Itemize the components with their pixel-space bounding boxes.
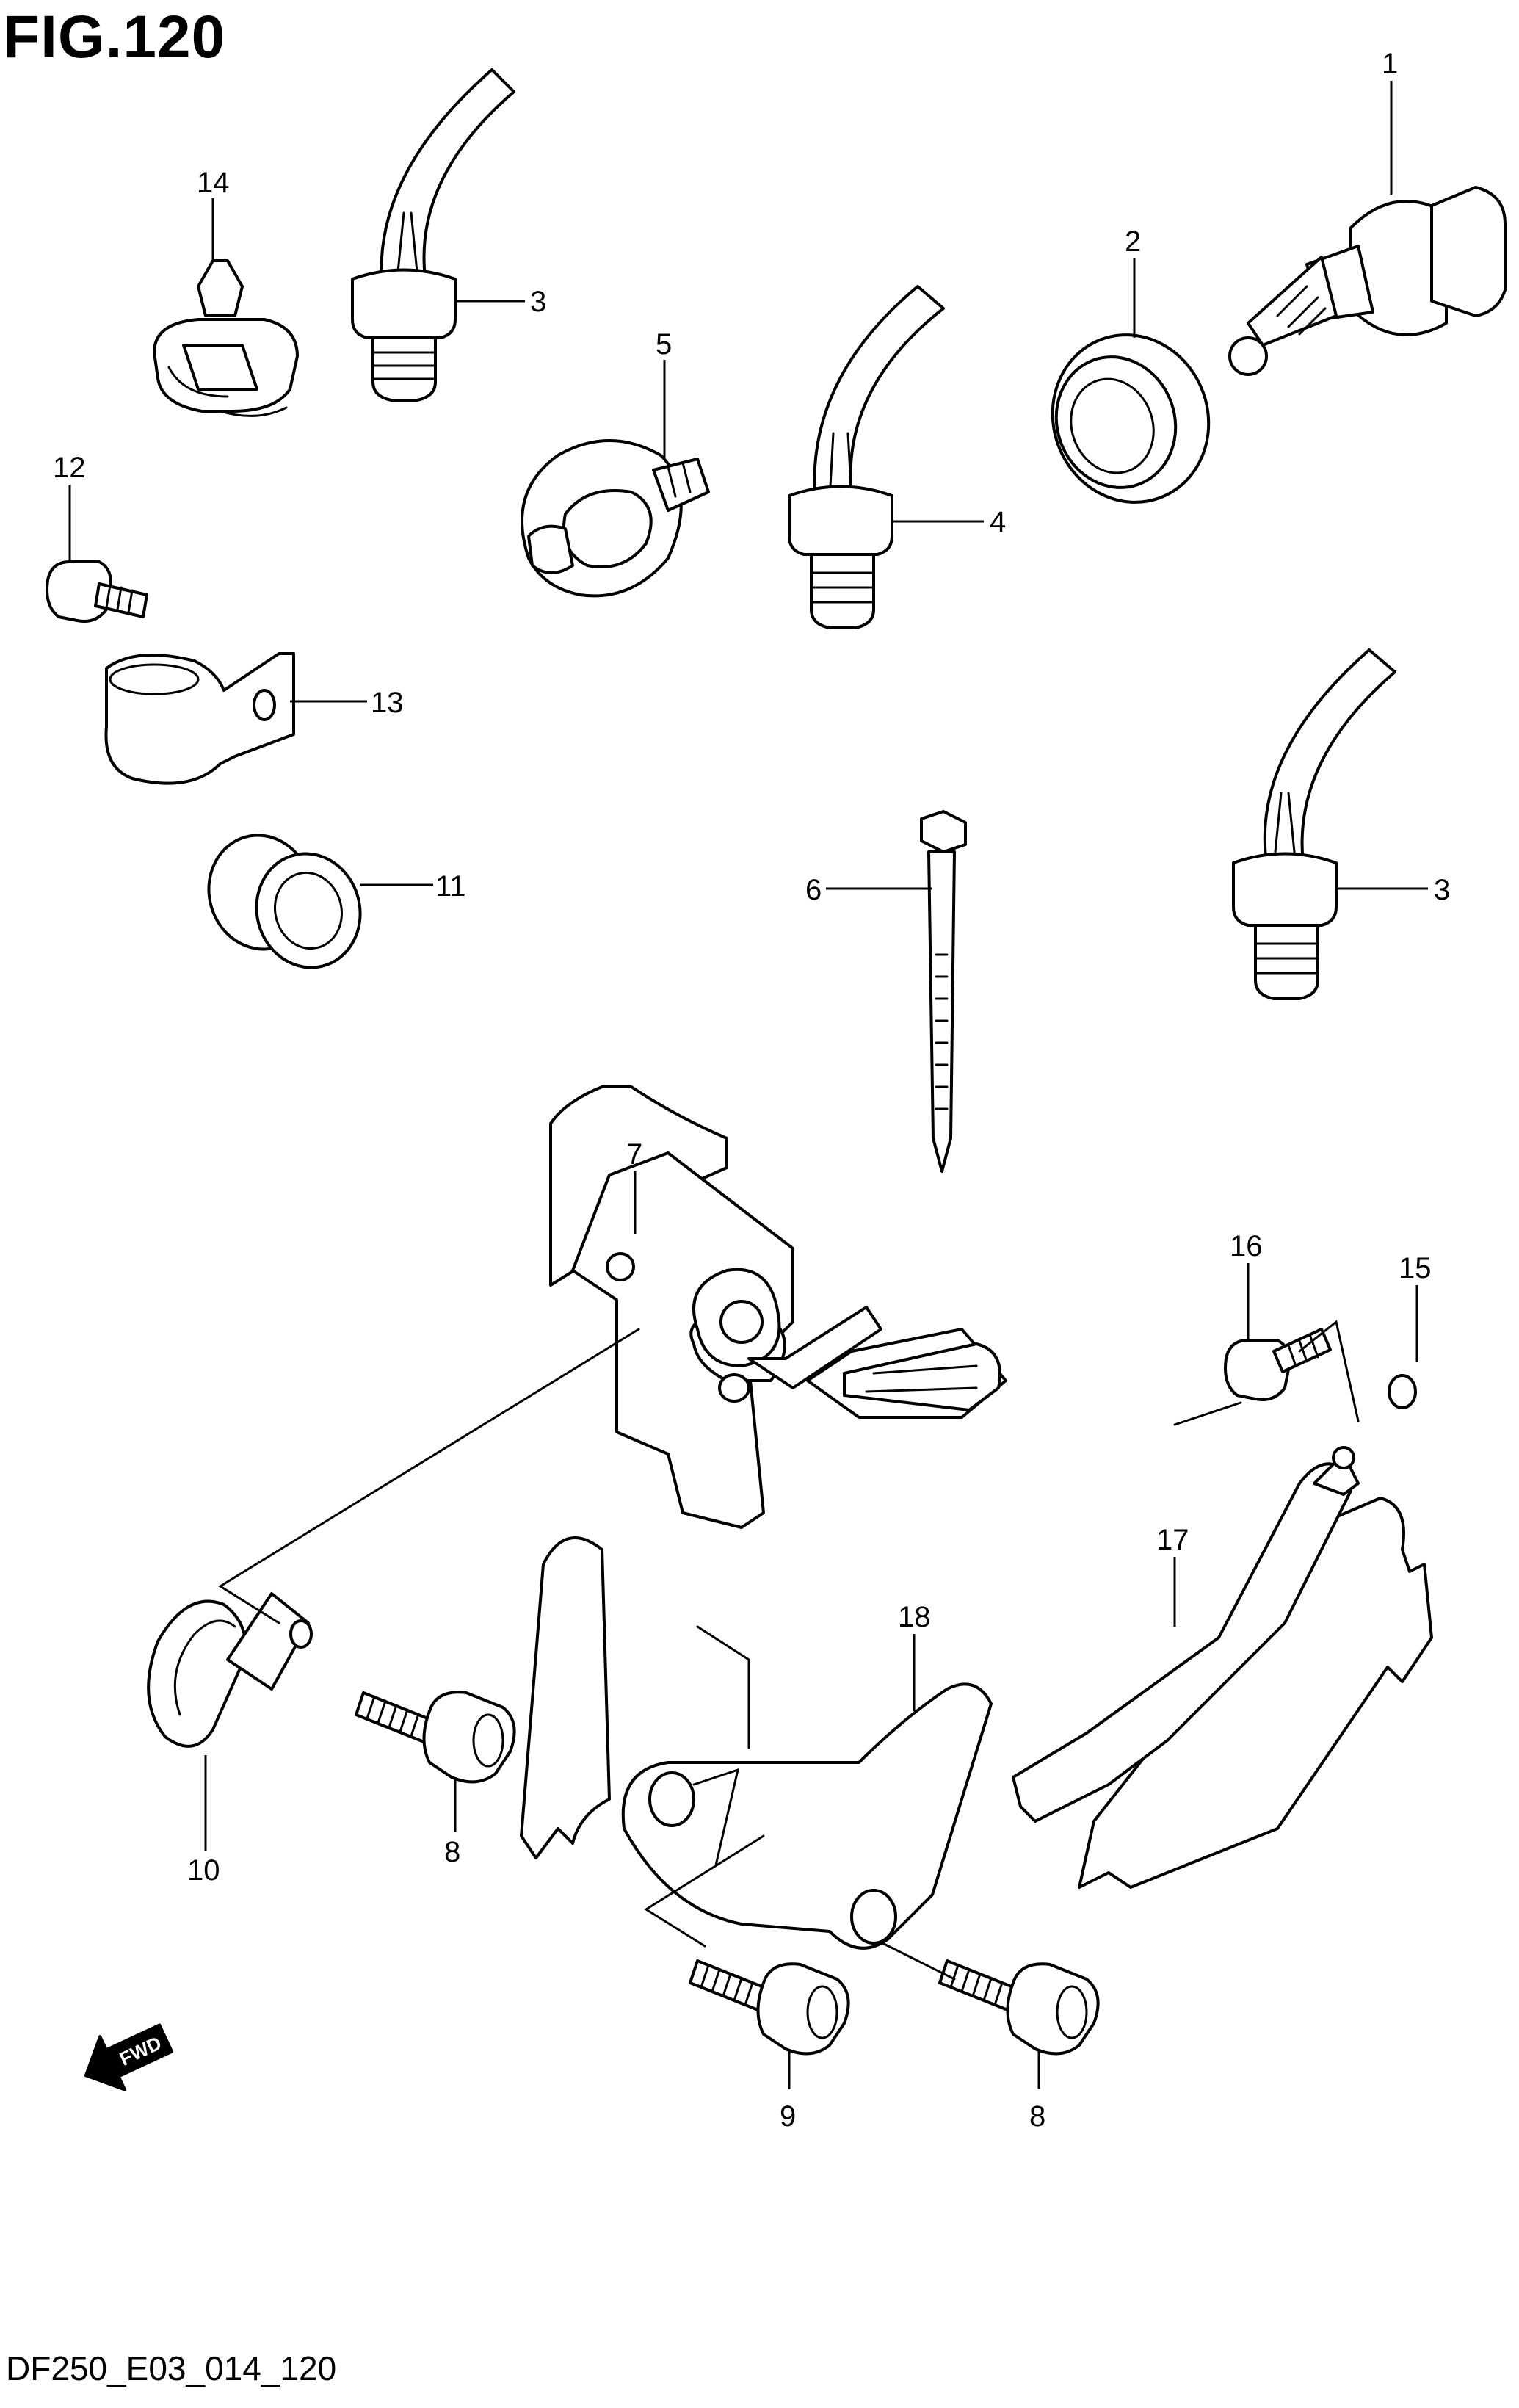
- callout-6: 6: [805, 874, 822, 906]
- part-8-bolt-left[interactable]: [355, 1691, 516, 1784]
- part-3-sensor-right[interactable]: [1232, 648, 1396, 1000]
- assembly-lines: [218, 1320, 1360, 1981]
- part-7-bracket[interactable]: [520, 1085, 1007, 1859]
- callout-11: 11: [435, 870, 466, 903]
- part-11-grommet[interactable]: [196, 824, 373, 980]
- callout-2: 2: [1125, 225, 1141, 258]
- callout-8b: 8: [1029, 2100, 1045, 2133]
- callout-12: 12: [53, 452, 86, 484]
- callout-8a: 8: [444, 1836, 460, 1868]
- callout-3b: 3: [1434, 874, 1450, 906]
- part-14-clip[interactable]: [153, 259, 299, 417]
- callout-14: 14: [197, 167, 230, 199]
- part-8-bolt-right[interactable]: [938, 1959, 1100, 2056]
- part-1-sensor-connector[interactable]: [1228, 186, 1507, 376]
- fwd-arrow-icon: FWD: [84, 2023, 174, 2091]
- callout-16: 16: [1230, 1230, 1263, 1262]
- part-6-cable-tie[interactable]: [920, 810, 967, 1173]
- callout-9: 9: [780, 2100, 796, 2133]
- callout-7: 7: [626, 1138, 642, 1171]
- figure-code: DF250_E03_014_120: [6, 2349, 337, 2387]
- part-9-bolt[interactable]: [689, 1959, 850, 2056]
- part-13-clamp[interactable]: [104, 652, 295, 785]
- part-2-grommet[interactable]: [1029, 313, 1232, 524]
- part-17-stay[interactable]: [1012, 1446, 1360, 1823]
- part-4-sensor[interactable]: [788, 285, 945, 629]
- callout-1: 1: [1382, 48, 1398, 80]
- part-12-bolt[interactable]: [46, 560, 148, 623]
- callout-13: 13: [371, 687, 404, 719]
- callout-15: 15: [1399, 1252, 1432, 1284]
- callout-10: 10: [187, 1854, 220, 1887]
- figure-title: FIG.120: [3, 4, 226, 70]
- callout-3a: 3: [530, 286, 546, 318]
- callout-4: 4: [990, 506, 1006, 538]
- part-3-sensor-top[interactable]: [351, 68, 515, 402]
- callout-5: 5: [656, 328, 672, 361]
- part-10-clip[interactable]: [147, 1592, 313, 1748]
- callout-17: 17: [1156, 1524, 1189, 1556]
- callout-18: 18: [898, 1601, 931, 1633]
- part-5-knock-sensor[interactable]: [521, 439, 710, 598]
- part-18-bracket[interactable]: [621, 1682, 993, 1950]
